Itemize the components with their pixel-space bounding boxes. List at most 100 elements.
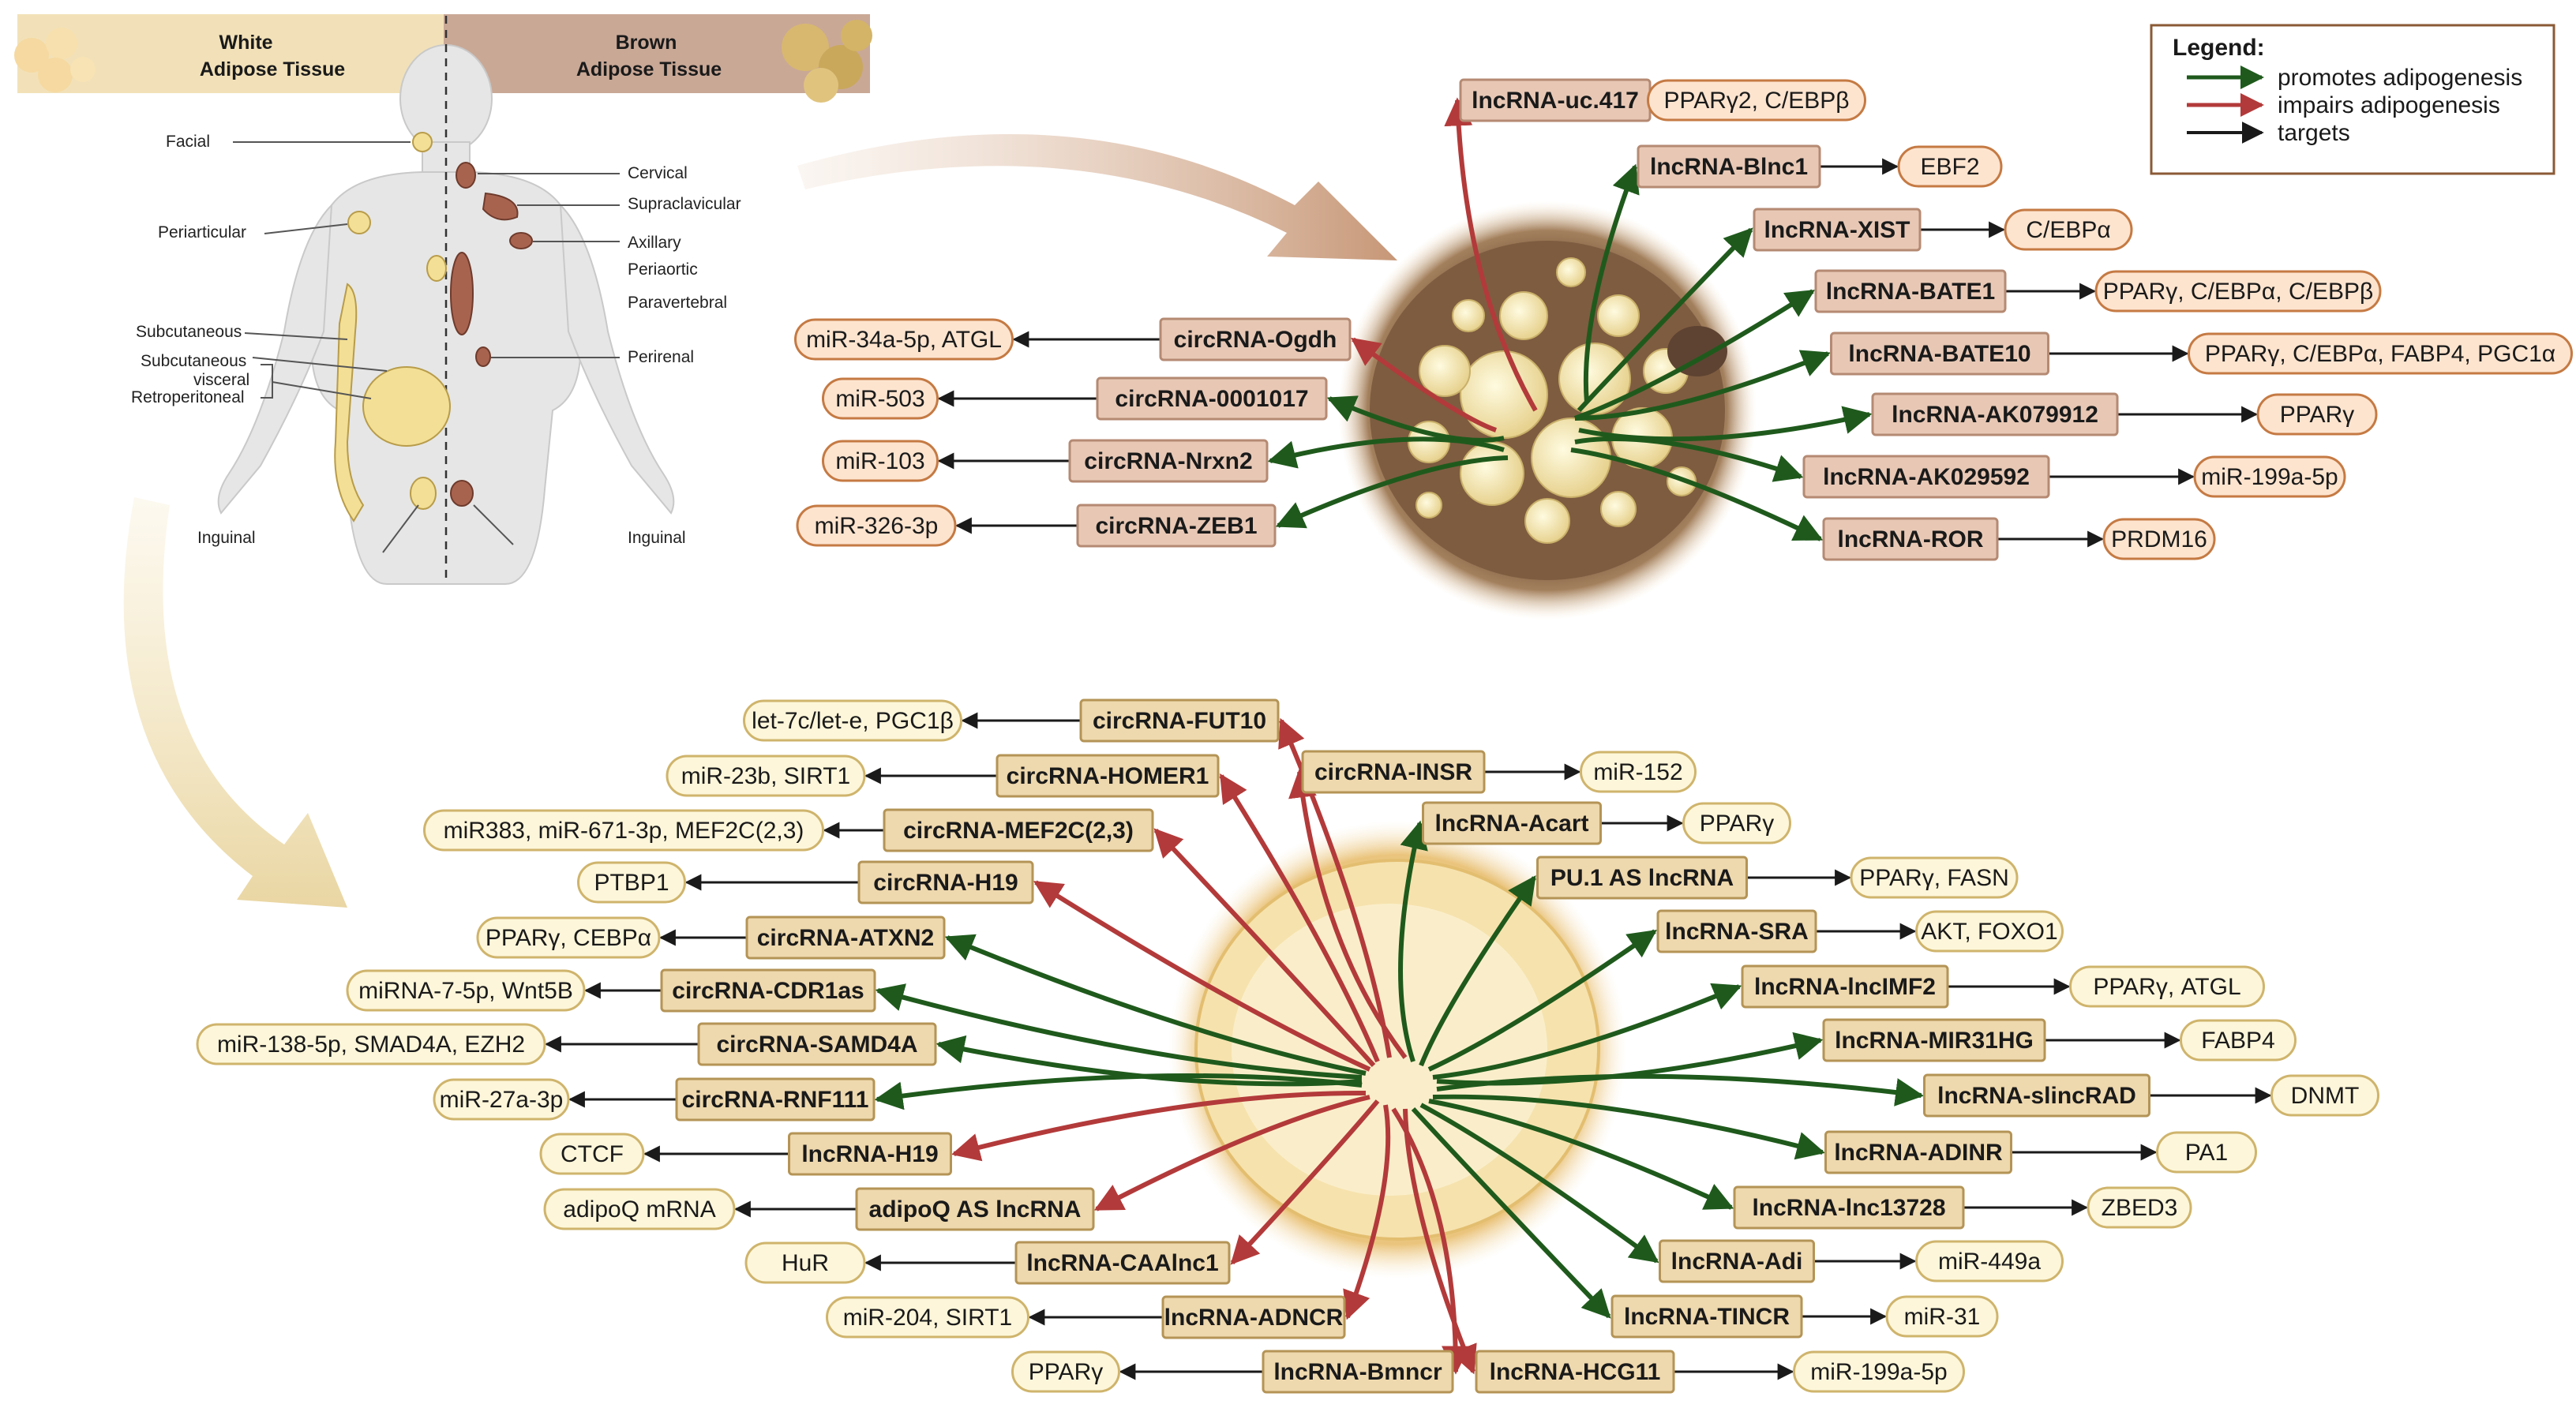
brown-target-lncrna-ak079912[interactable]: PPARγ <box>2256 393 2378 436</box>
white-lncrna-acart-box <box>1422 801 1602 845</box>
brown-lncrna-ak029592-effect-arrow <box>1574 436 1804 482</box>
brown-lncrna-xist-target-box <box>2004 208 2133 251</box>
white-node-lncrna-bmncr[interactable]: lncRNA-Bmncr <box>1262 1350 1454 1394</box>
brown-node-lncrna-xist[interactable]: lncRNA-XIST <box>1753 208 1922 252</box>
white-target-circrna-samd4a[interactable]: miR-138-5p, SMAD4A, EZH2 <box>196 1023 546 1065</box>
white-lncrna-caalnc1-effect-arrow <box>1230 1099 1380 1265</box>
white-lncrna-adncr-target-box <box>826 1296 1029 1339</box>
white-node-lncrna-caalnc1[interactable]: lncRNA-CAAlnc1 <box>1014 1241 1231 1285</box>
white-target-lncrna-adncr[interactable]: miR-204, SIRT1 <box>826 1296 1029 1339</box>
white-lncrna-lnc13728-effect-arrow <box>1428 1099 1734 1210</box>
white-node-lncrna-lncimf2[interactable]: lncRNA-lncIMF2 <box>1741 964 1949 1009</box>
brown-target-circrna-zeb1[interactable]: miR-326-3p <box>796 504 957 547</box>
white-target-lncrna-lnc13728[interactable]: ZBED3 <box>2087 1186 2192 1229</box>
brown-target-lncrna-blnc1[interactable]: EBF2 <box>1897 145 2003 188</box>
brown-node-circrna-ogdh[interactable]: circRNA-Ogdh <box>1159 317 1352 361</box>
brown-node-lncrna-uc-417[interactable]: lncRNA-uc.417 <box>1459 78 1652 122</box>
white-target-lncrna-tincr[interactable]: miR-31 <box>1885 1295 1999 1338</box>
brown-fat-icon <box>782 20 872 103</box>
white-node-lncrna-acart[interactable]: lncRNA-Acart <box>1422 801 1602 845</box>
white-target-lncrna-adinr[interactable]: PA1 <box>2156 1131 2257 1174</box>
brown-node-lncrna-ak029592[interactable]: lncRNA-AK029592 <box>1802 455 2050 499</box>
brown-lncrna-bate10-label: lncRNA-BATE10 <box>1848 341 2030 367</box>
white-node-lncrna-lnc13728[interactable]: lncRNA-lnc13728 <box>1733 1185 1965 1230</box>
white-node-circrna-insr[interactable]: circRNA-INSR <box>1301 750 1486 794</box>
white-node-lncrna-tincr[interactable]: lncRNA-TINCR <box>1610 1294 1803 1339</box>
white-lncrna-lnc13728-target-box <box>2087 1186 2192 1229</box>
brown-lncrna-uc-417-effect-arrow <box>1444 97 1538 412</box>
white-node-circrna-fut10[interactable]: circRNA-FUT10 <box>1079 698 1280 743</box>
white-node-circrna-atxn2[interactable]: circRNA-ATXN2 <box>745 916 946 960</box>
brown-target-circrna-nrxn2[interactable]: miR-103 <box>822 440 939 482</box>
white-target-circrna-atxn2[interactable]: PPARγ, CEBPα <box>476 916 661 959</box>
white-node-lncrna-hcg11[interactable]: lncRNA-HCG11 <box>1475 1350 1675 1394</box>
white-target-circrna-cdr1as[interactable]: miRNA-7-5p, Wnt5B <box>346 969 586 1012</box>
brown-lncrna-xist-target-label: C/EBPα <box>2026 217 2110 243</box>
brown-node-lncrna-blnc1[interactable]: lncRNA-Blnc1 <box>1637 144 1821 189</box>
brown-circrna-0001017-target-label: miR-503 <box>835 386 924 412</box>
brown-target-lncrna-ror[interactable]: PRDM16 <box>2102 518 2216 560</box>
white-target-lncrna-caalnc1[interactable]: HuR <box>744 1241 866 1284</box>
white-pu-1-as-lncrna-box <box>1536 856 1748 900</box>
white-target-circrna-rnf111[interactable]: miR-27a-3p <box>433 1078 570 1121</box>
label-perirenal: Perirenal <box>628 348 694 366</box>
white-target-lncrna-adi[interactable]: miR-449a <box>1915 1240 2064 1283</box>
white-node-circrna-samd4a[interactable]: circRNA-SAMD4A <box>697 1022 937 1066</box>
brown-target-lncrna-xist[interactable]: C/EBPα <box>2004 208 2133 251</box>
white-lncrna-lnc13728-label: lncRNA-lnc13728 <box>1752 1195 1945 1221</box>
white-circrna-fut10-box <box>1079 698 1280 743</box>
white-node-circrna-rnf111[interactable]: circRNA-RNF111 <box>675 1077 876 1122</box>
brown-node-lncrna-ror[interactable]: lncRNA-ROR <box>1822 517 1999 561</box>
brown-lncrna-blnc1-box <box>1637 144 1821 189</box>
white-target-circrna-fut10[interactable]: let-7c/let-e, PGC1β <box>743 699 962 742</box>
white-target-circrna-homer1[interactable]: miR-23b, SIRT1 <box>666 755 866 797</box>
white-target-lncrna-mir31hg[interactable]: FABP4 <box>2180 1019 2297 1062</box>
brown-node-circrna-zeb1[interactable]: circRNA-ZEB1 <box>1076 504 1277 548</box>
white-target-lncrna-sra[interactable]: AKT, FOXO1 <box>1915 910 2064 953</box>
brown-node-lncrna-ak079912[interactable]: lncRNA-AK079912 <box>1871 392 2119 436</box>
white-target-lncrna-acart[interactable]: PPARγ <box>1682 802 1791 844</box>
brown-node-circrna-0001017[interactable]: circRNA-0001017 <box>1096 376 1328 421</box>
brown-node-circrna-nrxn2[interactable]: circRNA-Nrxn2 <box>1068 439 1269 483</box>
brown-target-circrna-0001017[interactable]: miR-503 <box>822 377 939 420</box>
brown-target-lncrna-ak029592[interactable]: miR-199a-5p <box>2193 455 2346 498</box>
white-target-circrna-insr[interactable]: miR-152 <box>1580 751 1697 793</box>
white-circrna-rnf111-label: circRNA-RNF111 <box>682 1087 869 1113</box>
white-target-lncrna-h19[interactable]: CTCF <box>539 1133 645 1175</box>
white-node-lncrna-adi[interactable]: lncRNA-Adi <box>1659 1239 1815 1283</box>
white-target-lncrna-slincrad[interactable]: DNMT <box>2270 1074 2379 1117</box>
white-node-lncrna-mir31hg[interactable]: lncRNA-MIR31HG <box>1822 1018 2046 1062</box>
white-target-adipoq-as-lncrna[interactable]: adipoQ mRNA <box>543 1188 736 1230</box>
brown-target-circrna-ogdh[interactable]: miR-34a-5p, ATGL <box>794 318 1014 361</box>
white-node-lncrna-sra[interactable]: lncRNA-SRA <box>1656 909 1817 953</box>
brown-target-lncrna-bate10[interactable]: PPARγ, C/EBPα, FABP4, PGC1α <box>2188 332 2573 375</box>
brown-circrna-ogdh-effect-arrow <box>1351 337 1497 433</box>
white-fat-icon <box>14 28 96 92</box>
white-node-circrna-homer1[interactable]: circRNA-HOMER1 <box>996 754 1220 798</box>
white-target-lncrna-hcg11[interactable]: miR-199a-5p <box>1793 1350 1965 1393</box>
white-node-circrna-cdr1as[interactable]: circRNA-CDR1as <box>660 968 876 1013</box>
white-node-circrna-h19[interactable]: circRNA-H19 <box>857 860 1034 904</box>
brown-circrna-zeb1-target-box <box>796 504 957 547</box>
brown-node-lncrna-bate1[interactable]: lncRNA-BATE1 <box>1814 269 2007 313</box>
brown-lncrna-ak079912-label: lncRNA-AK079912 <box>1892 402 2098 428</box>
white-lncrna-sra-effect-arrow <box>1427 929 1657 1072</box>
white-target-circrna-mef2c-2-3[interactable]: miR383, miR-671-3p, MEF2C(2,3) <box>423 809 824 852</box>
white-node-circrna-mef2c-2-3[interactable]: circRNA-MEF2C(2,3) <box>883 808 1154 852</box>
white-target-circrna-h19[interactable]: PTBP1 <box>577 861 686 904</box>
white-node-lncrna-h19[interactable]: lncRNA-H19 <box>788 1132 952 1176</box>
white-target-pu-1-as-lncrna[interactable]: PPARγ, FASN <box>1850 856 2019 899</box>
white-node-pu-1-as-lncrna[interactable]: PU.1 AS lncRNA <box>1536 856 1748 900</box>
brown-lncrna-blnc1-effect-arrow <box>1583 163 1640 403</box>
white-target-lncrna-lncimf2[interactable]: PPARγ, ATGL <box>2069 965 2265 1008</box>
white-node-adipoq-as-lncrna[interactable]: adipoQ AS lncRNA <box>855 1187 1095 1231</box>
white-node-lncrna-slincrad[interactable]: lncRNA-slincRAD <box>1923 1073 2150 1118</box>
white-node-lncrna-adinr[interactable]: lncRNA-ADINR <box>1824 1130 2012 1174</box>
brown-target-lncrna-bate1[interactable]: PPARγ, C/EBPα, C/EBPβ <box>2094 270 2382 313</box>
white-target-lncrna-bmncr[interactable]: PPARγ <box>1011 1350 1120 1393</box>
brown-lncrna-blnc1-target-label: EBF2 <box>1920 154 1979 180</box>
white-node-lncrna-adncr[interactable]: lncRNA-ADNCR <box>1161 1295 1346 1339</box>
brown-target-lncrna-uc-417[interactable]: PPARγ2, C/EBPβ <box>1647 79 1866 122</box>
brown-node-lncrna-bate10[interactable]: lncRNA-BATE10 <box>1830 331 2049 376</box>
